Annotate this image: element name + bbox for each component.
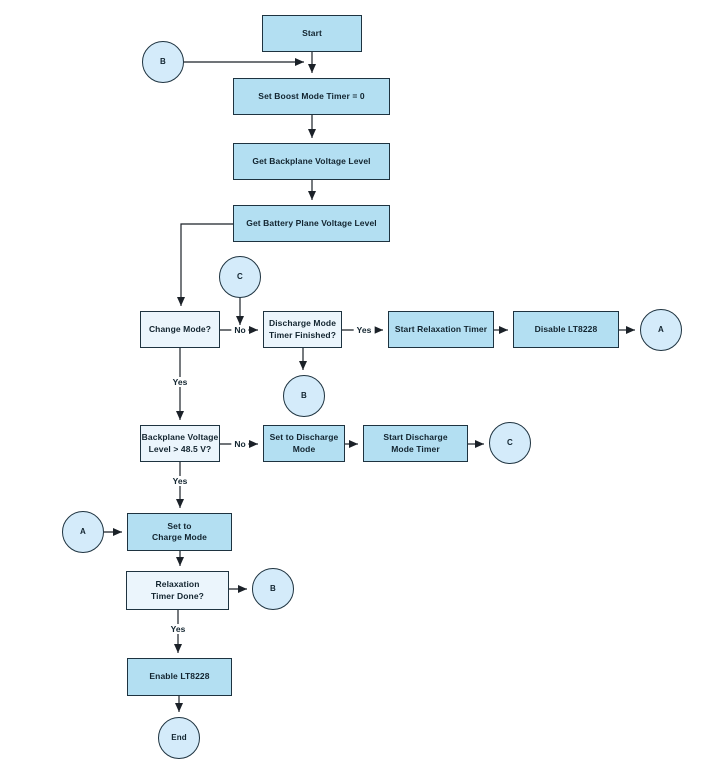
connector-circle-b-right: B [252, 568, 294, 610]
flow-node-enable-lt8228: Enable LT8228 [127, 658, 232, 696]
flow-node-set-boost-timer: Set Boost Mode Timer = 0 [233, 78, 390, 115]
connector-circle-b-mid: B [283, 375, 325, 417]
edge-label-discharge-finished-yes: Yes [353, 325, 375, 335]
flow-node-set-discharge-mode: Set to Discharge Mode [263, 425, 345, 462]
edge-label-change-mode-no: No [231, 325, 249, 335]
flow-node-relaxation-timer-done: Relaxation Timer Done? [126, 571, 229, 610]
flow-node-start: Start [262, 15, 362, 52]
connector-circle-a-left: A [62, 511, 104, 553]
connector-circle-c-top: C [219, 256, 261, 298]
flow-node-end: End [158, 717, 200, 759]
flow-node-backplane-voltage-check: Backplane Voltage Level > 48.5 V? [140, 425, 220, 462]
edge-label-relaxation-yes: Yes [167, 624, 189, 634]
flow-node-get-battery-voltage: Get Battery Plane Voltage Level [233, 205, 390, 242]
connector-circle-c-right: C [489, 422, 531, 464]
connector-circle-a-right: A [640, 309, 682, 351]
flow-node-change-mode: Change Mode? [140, 311, 220, 348]
flow-node-set-charge-mode: Set to Charge Mode [127, 513, 232, 551]
flow-node-get-backplane-voltage: Get Backplane Voltage Level [233, 143, 390, 180]
flow-node-start-discharge-timer: Start Discharge Mode Timer [363, 425, 468, 462]
edge-label-backplane-yes: Yes [169, 476, 191, 486]
edge-label-backplane-no: No [231, 439, 249, 449]
flow-node-discharge-timer-finished: Discharge Mode Timer Finished? [263, 311, 342, 348]
flow-node-disable-lt8228: Disable LT8228 [513, 311, 619, 348]
edge-label-change-mode-yes: Yes [169, 377, 191, 387]
connector-circle-b-top: B [142, 41, 184, 83]
flow-node-start-relaxation-timer: Start Relaxation Timer [388, 311, 494, 348]
